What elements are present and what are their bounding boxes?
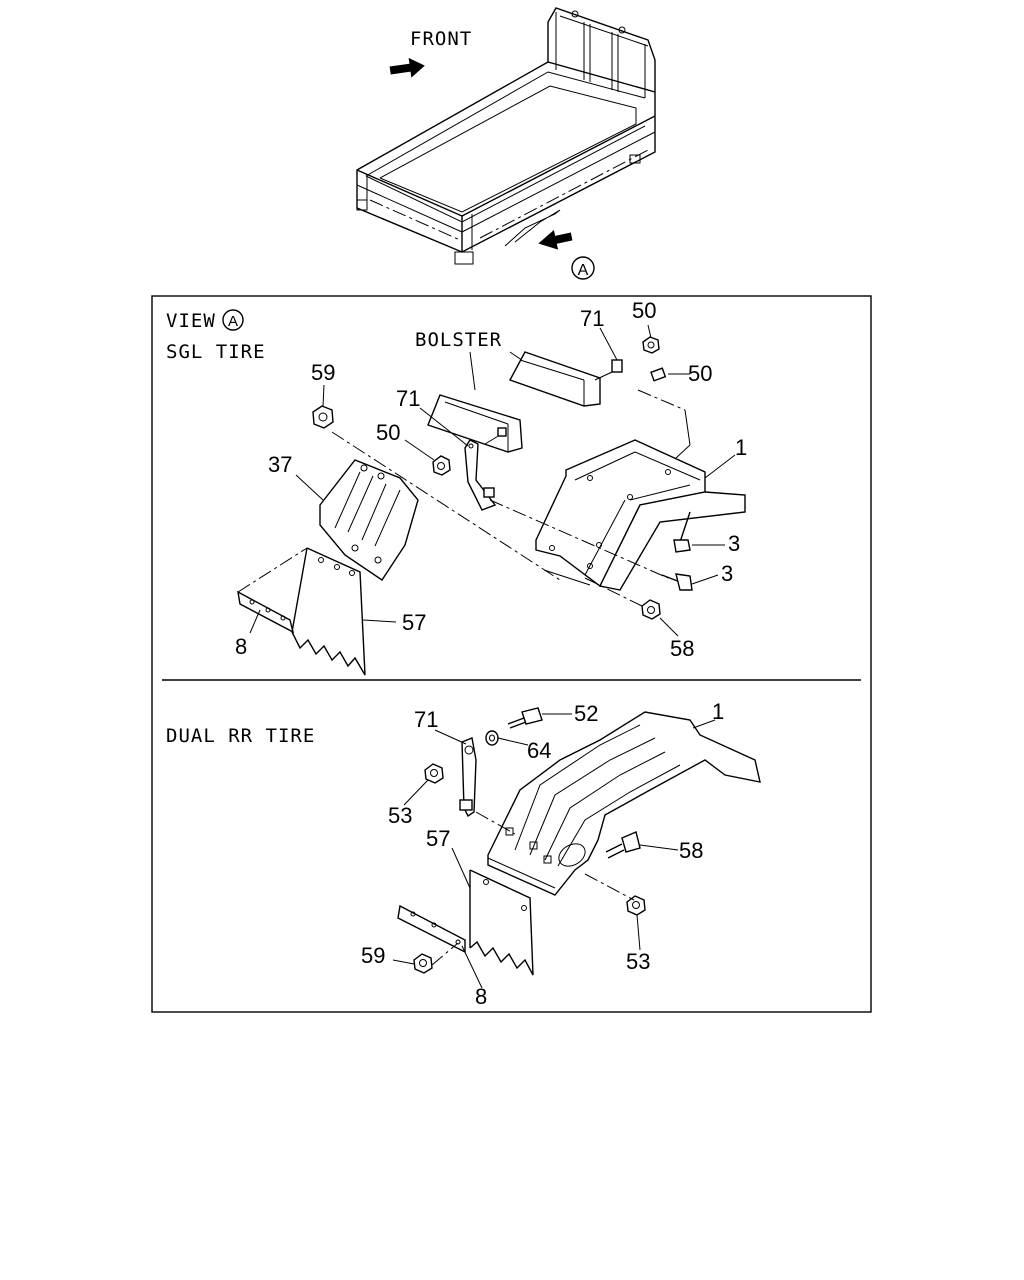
- nut-53-upper-icon: [424, 763, 444, 784]
- callout-3: 3: [721, 561, 733, 586]
- callout-52: 52: [574, 701, 598, 726]
- view-a-marker: A: [571, 256, 595, 280]
- truck-bed-overview: FRONT: [356, 7, 656, 280]
- fender-sgl: [535, 439, 746, 591]
- callout-1: 1: [735, 435, 747, 460]
- callout-58: 58: [670, 636, 694, 661]
- front-arrow-icon: [389, 57, 425, 78]
- front-label: FRONT: [410, 28, 472, 50]
- bolt-58-icon: [605, 831, 641, 859]
- fender-dual: [487, 711, 761, 896]
- truck-bed: [356, 7, 656, 265]
- callout-3: 3: [728, 531, 740, 556]
- retainer-strip-sgl: [237, 590, 295, 634]
- mudguard-plate: [319, 459, 419, 581]
- nut-59-dual-icon: [413, 953, 433, 974]
- panel-subtitle: DUAL RR TIRE: [166, 725, 315, 747]
- detail-frame: [151, 295, 872, 1013]
- nut-58-icon: [641, 599, 661, 620]
- mudflap-sgl: [291, 547, 366, 676]
- callout-59: 59: [311, 360, 335, 385]
- callout-64: 64: [527, 738, 551, 763]
- callout-50: 50: [688, 361, 712, 386]
- bolt-71-icon: [484, 427, 507, 445]
- bolt-3-upper-icon: [673, 511, 691, 553]
- nut-53-lower-icon: [626, 895, 646, 916]
- bolt-52-icon: [507, 707, 543, 729]
- callout-8: 8: [475, 984, 487, 1009]
- callout-58: 58: [679, 838, 703, 863]
- clip-50-icon: [650, 367, 667, 382]
- callout-57: 57: [402, 610, 426, 635]
- panel-subtitle: SGL TIRE: [166, 341, 266, 363]
- callout-8: 8: [235, 634, 247, 659]
- view-a-arrow-icon: [538, 230, 573, 250]
- bolster-leader: [469, 351, 476, 391]
- nut-50-rear-icon: [642, 336, 660, 354]
- bracket-71-dual: [459, 737, 477, 818]
- washer-64-icon: [485, 730, 499, 746]
- callout-59: 59: [361, 943, 385, 968]
- view-marker: A: [222, 309, 244, 331]
- callout-37: 37: [268, 452, 292, 477]
- callout-53: 53: [388, 803, 412, 828]
- callout-50: 50: [632, 298, 656, 323]
- bolt-3-lower-icon: [661, 573, 693, 591]
- callout-50: 50: [376, 420, 400, 445]
- callout-1: 1: [712, 699, 724, 724]
- svg-text:A: A: [228, 313, 238, 330]
- bolster-rear: [508, 351, 601, 407]
- callout-71: 71: [580, 306, 604, 331]
- svg-text:A: A: [578, 262, 589, 279]
- mudflap-dual: [469, 869, 534, 976]
- callout-71: 71: [414, 707, 438, 732]
- callout-53: 53: [626, 949, 650, 974]
- bolster-label: BOLSTER: [415, 329, 502, 351]
- view-label: VIEW: [166, 310, 216, 332]
- panel-sgl-tire: VIEW A SGL TIRE BOLSTER: [166, 298, 747, 676]
- bracket-71-front: [464, 439, 497, 511]
- nut-59-icon: [312, 405, 334, 429]
- callout-57: 57: [426, 826, 450, 851]
- panel-dual-rr-tire: DUAL RR TIRE: [166, 699, 761, 1009]
- bolster-front: [427, 394, 523, 453]
- callout-71: 71: [396, 386, 420, 411]
- clip-fender-icon: [483, 487, 495, 498]
- nut-50-icon: [432, 455, 451, 476]
